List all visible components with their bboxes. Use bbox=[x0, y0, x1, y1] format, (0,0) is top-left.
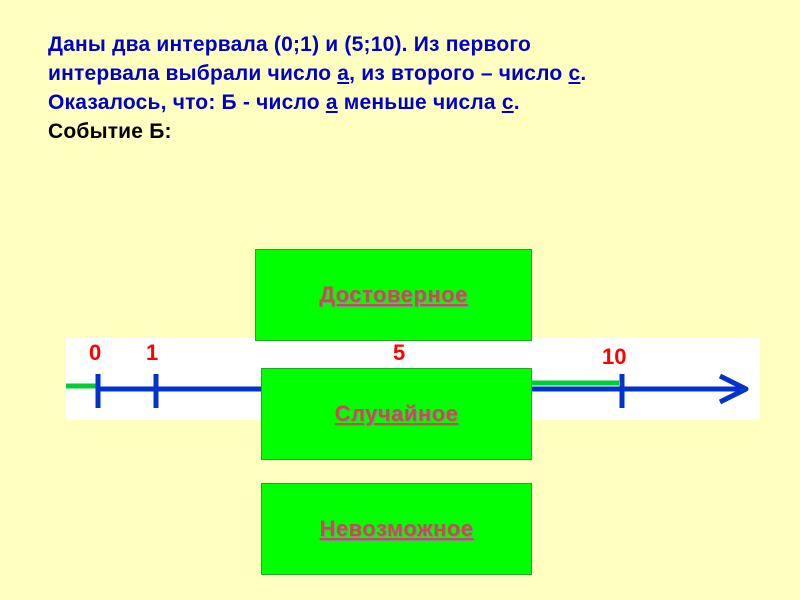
question-line-2-part-3: . bbox=[580, 62, 587, 85]
question-text: Даны два интервала (0;1) и (5;10). Из пе… bbox=[48, 30, 768, 146]
question-line-2-part-1: интервала выбрали число bbox=[48, 62, 338, 85]
question-line-3-part-2: меньше числа bbox=[337, 91, 502, 114]
axis-arrow-icon bbox=[718, 373, 749, 405]
variable-c: с bbox=[568, 62, 581, 85]
variable-a: а bbox=[337, 62, 350, 85]
question-line-2-part-2: , из второго – число bbox=[349, 62, 569, 85]
variable-c: с bbox=[501, 91, 514, 114]
answer-random-label: Случайное bbox=[334, 401, 459, 426]
question-line-2: интервала выбрали число а, из второго – … bbox=[48, 59, 768, 88]
label-1: 1 bbox=[146, 340, 159, 365]
label-5: 5 bbox=[393, 340, 406, 365]
question-line-3-part-1: Оказалось, что: Б - число bbox=[48, 91, 326, 114]
variable-a: а bbox=[325, 91, 338, 114]
answer-impossible-button[interactable]: Невозможное bbox=[261, 483, 532, 575]
question-line-1: Даны два интервала (0;1) и (5;10). Из пе… bbox=[48, 33, 532, 56]
event-label: Событие Б: bbox=[48, 120, 172, 143]
question-line-3: Оказалось, что: Б - число а меньше числа… bbox=[48, 88, 768, 117]
question-line-3-part-3: . bbox=[513, 91, 520, 114]
label-0: 0 bbox=[89, 340, 102, 365]
answer-certain-label: Достоверное bbox=[319, 282, 468, 307]
answer-random-button[interactable]: Случайное bbox=[261, 368, 532, 460]
answer-impossible-label: Невозможное bbox=[319, 516, 474, 541]
label-10: 10 bbox=[602, 344, 627, 369]
answer-certain-button[interactable]: Достоверное bbox=[255, 249, 532, 341]
